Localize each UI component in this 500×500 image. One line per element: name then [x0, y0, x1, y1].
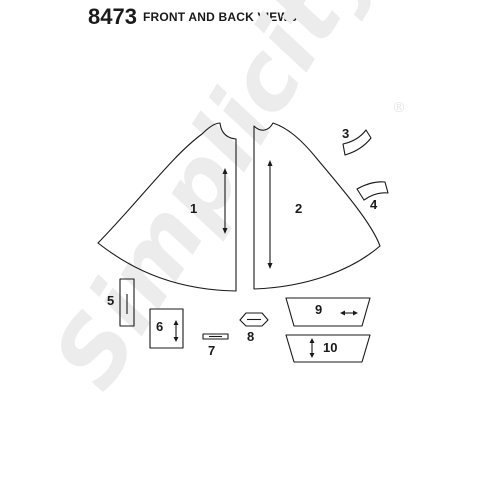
piece-label-1: 1 [190, 201, 197, 216]
page-title: FRONT AND BACK VIEWS [143, 10, 298, 24]
piece-label-10: 10 [323, 340, 337, 355]
pattern-piece-1 [97, 122, 237, 292]
piece-label-4: 4 [370, 197, 378, 212]
piece-label-8: 8 [247, 329, 254, 344]
pattern-piece-9 [285, 297, 371, 327]
pattern-piece-10 [285, 334, 371, 363]
pattern-piece-6 [149, 308, 184, 349]
piece-label-2: 2 [295, 201, 302, 216]
pattern-piece-8 [239, 312, 269, 327]
piece-label-9: 9 [315, 302, 322, 317]
pattern-piece-2 [253, 122, 381, 290]
watermark-registered-mark: ® [392, 100, 406, 116]
piece-label-7: 7 [208, 343, 215, 358]
pattern-piece-5 [119, 278, 135, 327]
pattern-piece-4 [356, 181, 389, 201]
piece-label-5: 5 [107, 293, 114, 308]
piece-label-3: 3 [342, 126, 349, 141]
pattern-piece-3 [342, 129, 372, 156]
pattern-number: 8473 [88, 4, 137, 29]
pattern-piece-7 [202, 333, 229, 340]
piece-label-6: 6 [156, 319, 163, 334]
